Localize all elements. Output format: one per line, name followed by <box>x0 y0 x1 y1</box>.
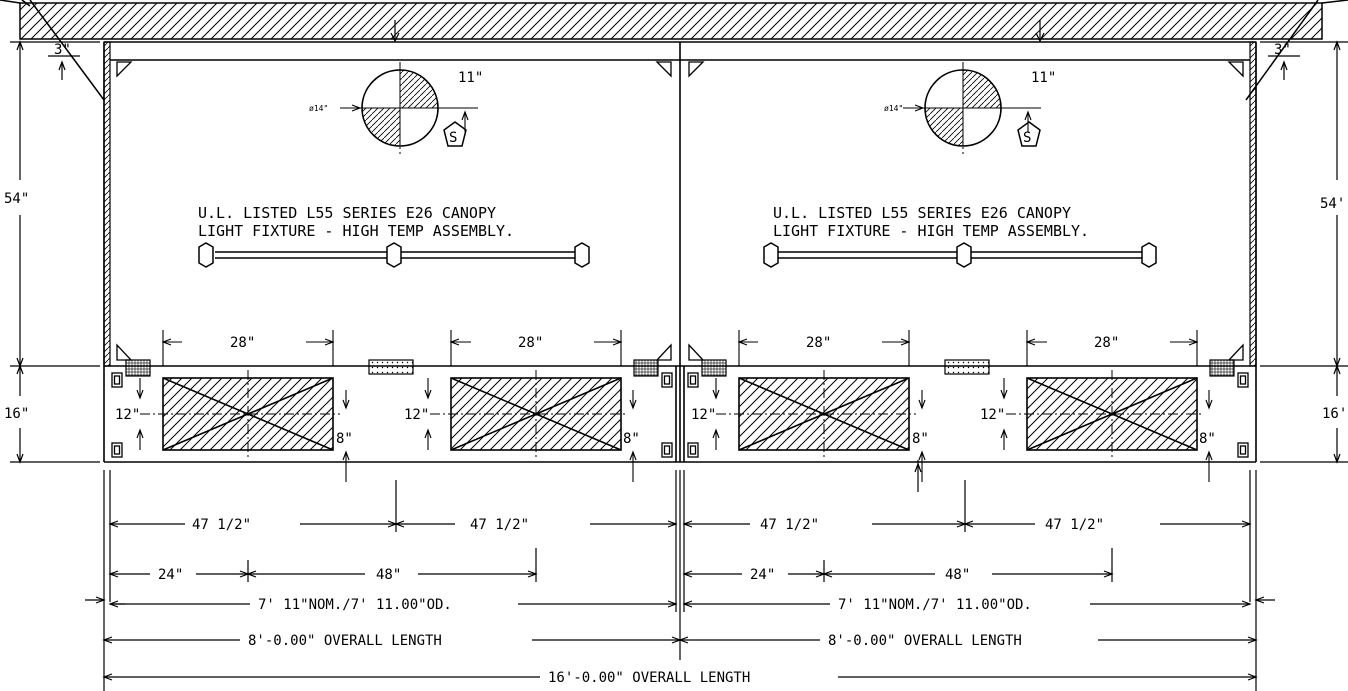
overall-length-label: 8'-0.00" OVERALL LENGTH <box>828 633 1022 649</box>
clearance-label: 3" <box>54 42 71 58</box>
fire-suppression-icon: S <box>443 121 467 147</box>
collar-spacing-label: 48" <box>945 567 970 583</box>
light-fixture-icon <box>763 242 779 268</box>
upper-height-label: 54' <box>1320 196 1345 212</box>
corner-gussets <box>116 61 1244 361</box>
collar-offset-label: 11" <box>1031 70 1056 86</box>
light-fixture-note-line-1: U.L. LISTED L55 SERIES E26 CANOPY <box>198 204 496 222</box>
duct-sensor-icon <box>368 359 414 375</box>
riser-dimension-label: 47 1/2" <box>1045 517 1104 533</box>
light-fixture-icon <box>956 242 972 268</box>
collar-diameter-label: ø14" <box>309 104 328 113</box>
riser-dimension-label: 47 1/2" <box>192 517 251 533</box>
light-fixture-icon <box>386 242 402 268</box>
hood-panel-right: ø14" 11" S U.L. LISTED L55 SERIES E26 CA… <box>687 62 1249 482</box>
total-length-label: 16'-0.00" OVERALL LENGTH <box>548 670 750 686</box>
fire-suppression-icon: S <box>1017 121 1041 147</box>
filter-width-label: 28" <box>806 335 831 351</box>
filter-depth-label: 8" <box>912 431 929 447</box>
filter-height-label: 12" <box>691 407 716 423</box>
junction-box-icon <box>633 359 659 377</box>
duct-sensor-icon <box>944 359 990 375</box>
filter-height-label: 12" <box>980 407 1005 423</box>
hanger-arrows <box>390 20 1045 43</box>
exhaust-collar-hatch <box>962 69 1002 109</box>
light-fixture-icon <box>1141 242 1157 268</box>
svg-text:S: S <box>449 130 457 146</box>
height-dimensions <box>10 40 1348 464</box>
length-dimension-lines <box>85 460 1275 691</box>
filter-width-label: 28" <box>230 335 255 351</box>
light-fixture-note-line-2: LIGHT FIXTURE - HIGH TEMP ASSEMBLY. <box>198 222 514 240</box>
lower-height-label: 16' <box>1322 406 1347 422</box>
light-fixture-note-line-1: U.L. LISTED L55 SERIES E26 CANOPY <box>773 204 1071 222</box>
nominal-length-label: 7' 11"NOM./7' 11.00"OD. <box>258 597 452 613</box>
collar-spacing-label: 48" <box>376 567 401 583</box>
overall-length-label: 8'-0.00" OVERALL LENGTH <box>248 633 442 649</box>
light-fixture-conduit <box>763 242 1157 268</box>
hood-panel-left: ø14" 11" S U.L. LISTED L55 SERIES E26 CA… <box>111 62 673 482</box>
light-fixture-conduit <box>198 242 590 268</box>
filter-depth-label: 8" <box>1199 431 1216 447</box>
filter-height-label: 12" <box>115 407 140 423</box>
left-end-panel <box>103 41 111 367</box>
nominal-length-label: 7' 11"NOM./7' 11.00"OD. <box>838 597 1032 613</box>
light-fixture-icon <box>198 242 214 268</box>
collar-position-label: 24" <box>158 567 183 583</box>
cleanout-icon <box>111 372 673 458</box>
cleanout-icon <box>687 372 1249 458</box>
ceiling-tie-lines <box>21 0 1319 101</box>
svg-text:S: S <box>1023 130 1031 146</box>
light-fixture-icon <box>574 242 590 268</box>
upper-height-label: 54" <box>4 191 29 207</box>
clearance-label: 3" <box>1274 42 1291 58</box>
lower-height-label: 16" <box>4 406 29 422</box>
right-end-panel <box>1249 41 1257 367</box>
filter-depth-label: 8" <box>623 431 640 447</box>
filter-width-label: 28" <box>1094 335 1119 351</box>
filter-width-label: 28" <box>518 335 543 351</box>
filter-height-label: 12" <box>404 407 429 423</box>
junction-box-icon <box>125 359 151 377</box>
exhaust-collar-hatch <box>399 69 439 109</box>
collar-offset-label: 11" <box>458 70 483 86</box>
light-fixture-note-line-2: LIGHT FIXTURE - HIGH TEMP ASSEMBLY. <box>773 222 1089 240</box>
riser-dimension-label: 47 1/2" <box>470 517 529 533</box>
junction-box-icon <box>1209 359 1235 377</box>
junction-box-icon <box>701 359 727 377</box>
collar-diameter-label: ø14" <box>884 104 903 113</box>
filter-depth-label: 8" <box>336 431 353 447</box>
collar-position-label: 24" <box>750 567 775 583</box>
riser-dimension-label: 47 1/2" <box>760 517 819 533</box>
ceiling <box>0 0 1348 40</box>
